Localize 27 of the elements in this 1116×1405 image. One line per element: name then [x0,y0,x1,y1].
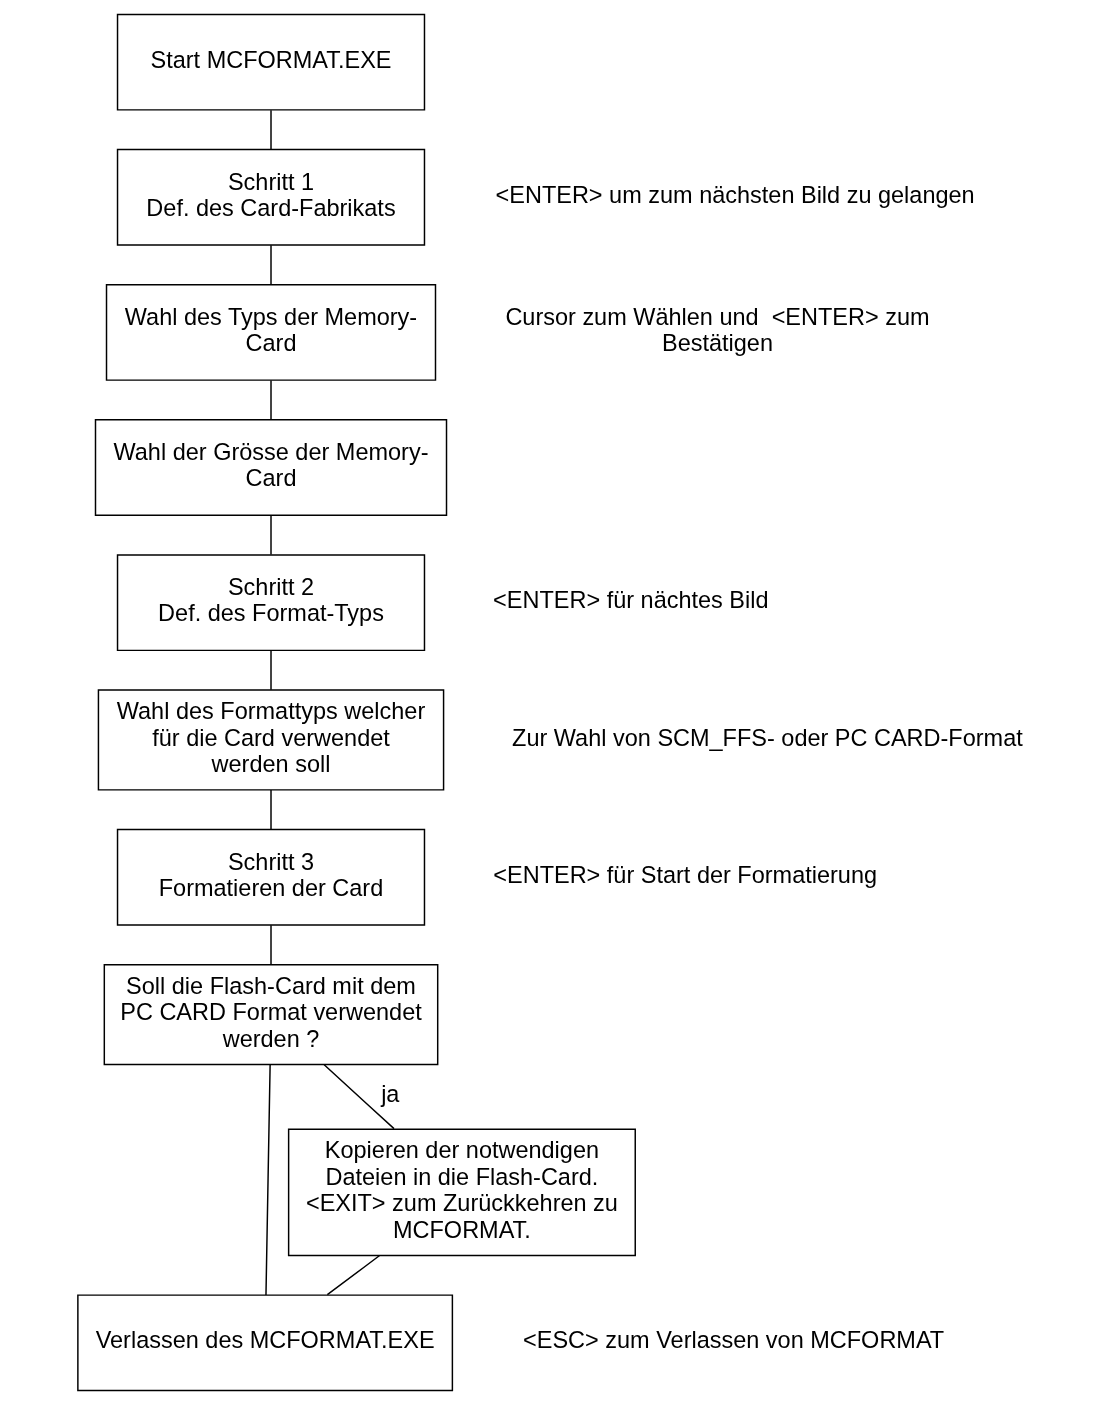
node-box: Verlassen des MCFORMAT.EXE [76,1294,453,1392]
connector [269,650,272,691]
node-box: Soll die Flash-Card mit dem PC CARD Format verwendet werden ? [103,963,438,1066]
connector [269,379,272,421]
connector [264,1064,271,1296]
connector [322,1064,395,1130]
node-box: Schritt 1 Def. des Card-Fabrikats [116,148,425,246]
node-label: <ENTER> für Start der Formatierung [492,861,877,888]
connector [269,514,272,556]
connector [269,789,272,830]
node-label: Cursor zum Wählen und <ENTER> zum Bestätigen [504,303,930,357]
node-box: Kopieren der notwendigen Dateien in die Flash-Card. <EXIT> zum Zurückkehren zu MCFORMAT. [287,1128,636,1257]
node-label: <ENTER> um zum nächsten Bild zu gelangen [495,181,975,208]
node-box: Wahl der Grösse der Memory-Card [94,419,447,516]
node-label: <ESC> zum Verlassen von MCFORMAT [522,1327,944,1354]
connector [269,924,272,966]
node-label: Zur Wahl von SCM_FFS- oder PC CARD-Format [511,724,1023,751]
node-box: Wahl des Typs der Memory-Card [105,283,436,381]
connector [269,244,272,286]
node-box: Schritt 3 Formatieren der Card [116,828,425,926]
node-box: Start MCFORMAT.EXE [116,13,425,111]
edge-label: ja [380,1081,399,1108]
node-label: <ENTER> für nächtes Bild [492,587,769,614]
node-box: Wahl des Formattyps welcher für die Card verwendet werden soll [97,689,444,791]
connector [269,109,272,150]
connector [326,1254,380,1296]
node-box: Schritt 2 Def. des Format-Typs [116,554,425,652]
